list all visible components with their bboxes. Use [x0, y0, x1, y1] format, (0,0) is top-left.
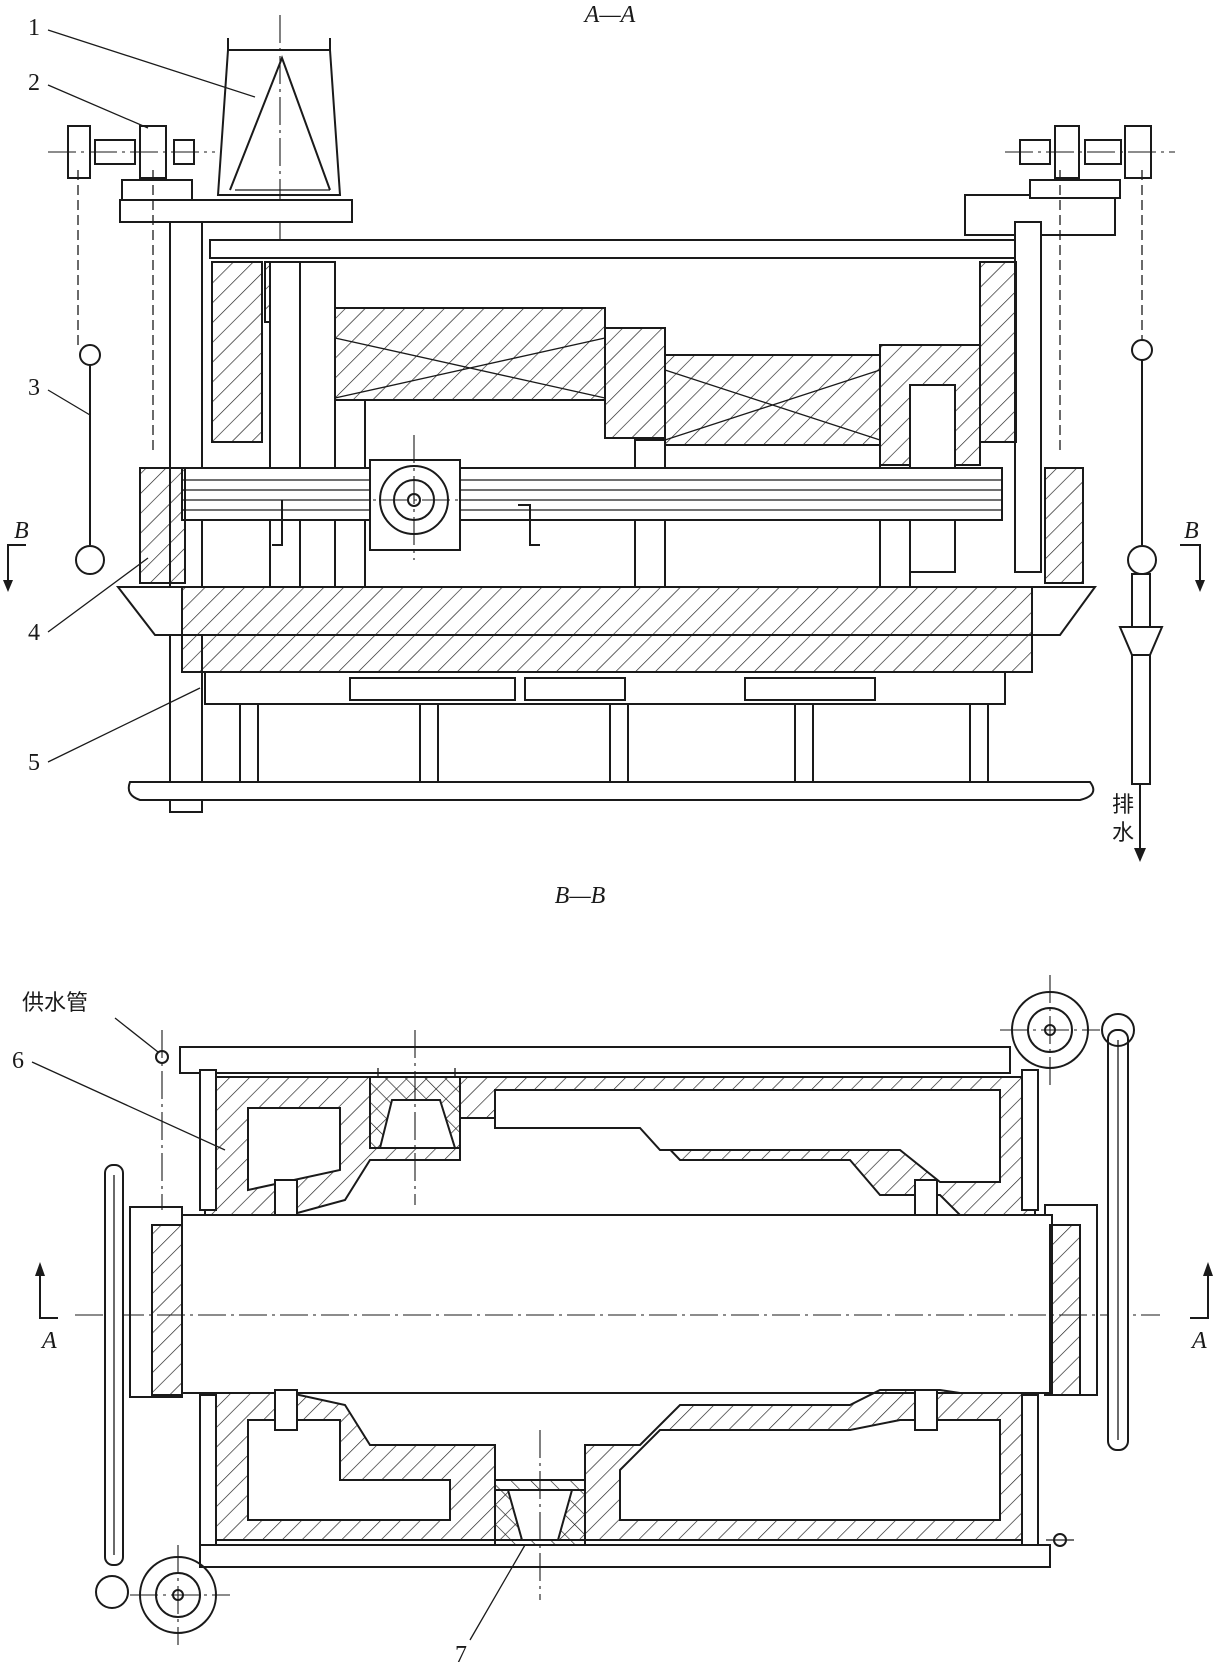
cut-mark-b-left: B	[3, 518, 29, 592]
cut-mark-b-right-label: B	[1184, 518, 1199, 544]
svg-text:1: 1	[28, 15, 40, 41]
hook-left	[75, 170, 154, 575]
left-jacket-b	[151, 1224, 183, 1396]
pulley-left	[48, 125, 215, 201]
mid-band	[181, 467, 1003, 521]
cut-mark-a-right: A	[1190, 1262, 1213, 1354]
drain-pipe: 排 水	[1112, 573, 1164, 862]
section-a-title: A—A	[583, 2, 636, 28]
cut-mark-a-left: A	[35, 1262, 58, 1354]
upper-core-1	[334, 307, 606, 401]
supply-pipe: 供水管	[22, 991, 1074, 1547]
callout-4: 4	[28, 557, 149, 646]
right-column	[1014, 221, 1042, 573]
right-jacket-b	[1049, 1224, 1081, 1396]
inner-post-2	[299, 261, 336, 588]
callout-2: 2	[28, 70, 149, 129]
left-jacket	[139, 467, 186, 584]
inner-post-1	[269, 261, 301, 588]
hook-right	[1059, 170, 1157, 575]
top-girder-left	[119, 199, 353, 223]
drain-label-1: 排	[1112, 793, 1134, 818]
drain-label-2: 水	[1112, 821, 1134, 846]
upper-core-2	[604, 327, 666, 439]
svg-text:7: 7	[455, 1642, 467, 1665]
mold-cavity	[181, 1214, 1053, 1394]
supply-pipe-label: 供水管	[22, 991, 88, 1016]
lifting-frame	[216, 15, 342, 270]
pulley-right	[1005, 125, 1175, 199]
callout-3: 3	[28, 375, 91, 416]
callout-6: 6	[12, 1048, 226, 1151]
svg-text:4: 4	[28, 620, 40, 646]
cut-mark-a-right-label: A	[1190, 1328, 1207, 1354]
cut-mark-b-left-label: B	[14, 518, 29, 544]
svg-text:2: 2	[28, 70, 40, 96]
right-wall	[979, 261, 1017, 443]
roller-bottom-left	[95, 1545, 230, 1645]
callout-7: 7	[455, 1544, 526, 1665]
cut-mark-b-right: B	[1180, 518, 1205, 592]
section-b-b: B—B	[12, 883, 1213, 1665]
left-wall	[211, 261, 263, 443]
svg-text:6: 6	[12, 1048, 24, 1074]
roller-top-right	[1000, 975, 1135, 1085]
cover-plate	[209, 239, 1031, 259]
skid	[127, 781, 1095, 801]
base-slab	[181, 586, 1033, 673]
top-frame	[179, 1046, 1011, 1074]
upper-core-3	[664, 354, 881, 446]
section-b-title: B—B	[555, 883, 606, 909]
svg-text:3: 3	[28, 375, 40, 401]
right-jacket	[1044, 467, 1084, 584]
cut-mark-a-left-label: A	[40, 1328, 57, 1354]
callout-1: 1	[28, 15, 256, 98]
callout-5: 5	[28, 687, 201, 776]
section-a-a: A—A	[3, 2, 1205, 862]
svg-text:5: 5	[28, 750, 40, 776]
bottom-frame	[199, 1544, 1051, 1568]
